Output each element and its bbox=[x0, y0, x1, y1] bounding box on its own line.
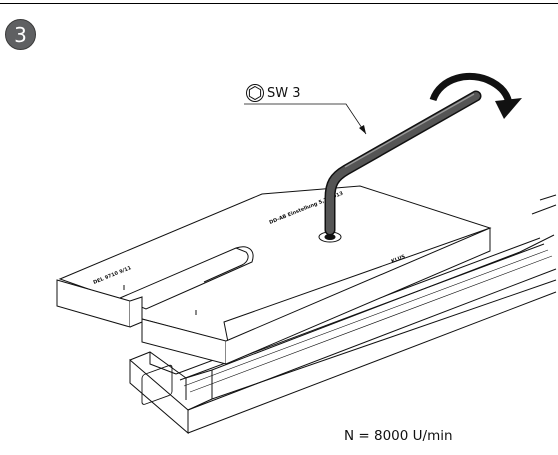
wrench-size-text: SW 3 bbox=[267, 85, 301, 101]
leader-line bbox=[244, 103, 367, 135]
hexagon-nut-icon bbox=[246, 84, 264, 102]
hex-key-wrench bbox=[324, 90, 482, 236]
speed-label: N = 8000 U/min bbox=[344, 428, 453, 444]
step-number: 3 bbox=[14, 22, 27, 47]
setting-gauge-plate bbox=[56, 185, 492, 365]
top-rule bbox=[0, 3, 558, 4]
step-number-badge: 3 bbox=[5, 19, 36, 50]
plate-logo: KLUS bbox=[391, 254, 407, 265]
rotate-clockwise-arrow-icon bbox=[429, 72, 522, 119]
wrench-size-label: SW 3 bbox=[245, 83, 301, 103]
